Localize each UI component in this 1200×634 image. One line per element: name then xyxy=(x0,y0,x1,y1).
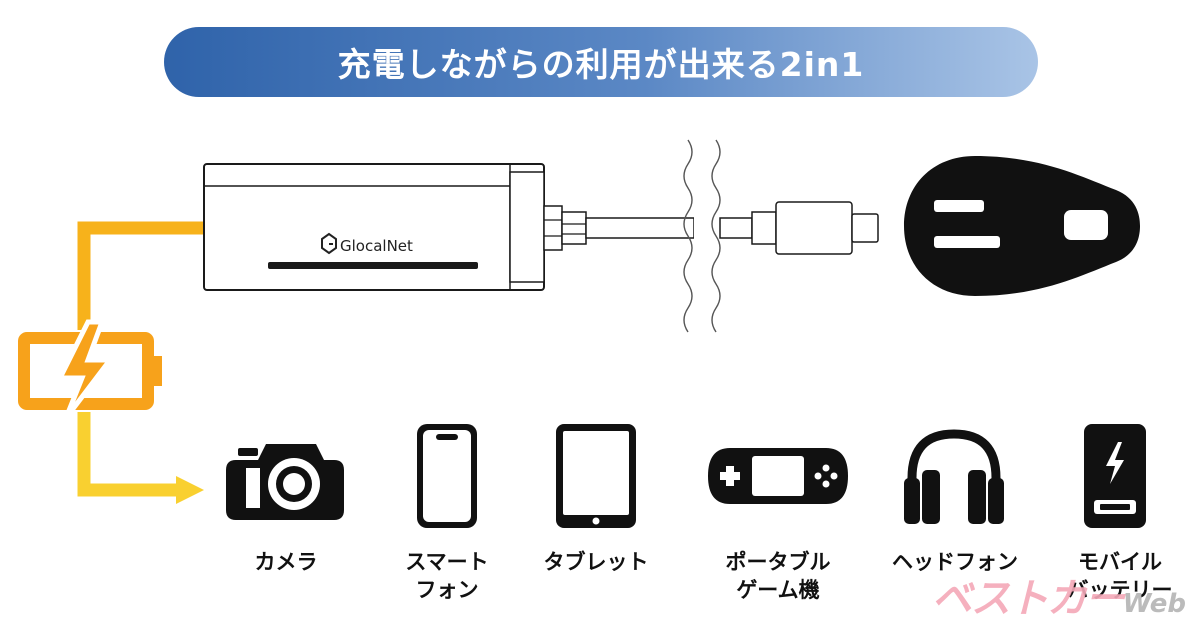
device-label-game-console: ポータブルゲーム機 xyxy=(725,550,831,602)
camera-icon xyxy=(226,444,344,520)
brand-text: GlocalNet xyxy=(340,237,413,255)
charge-path xyxy=(77,221,204,504)
arrow-head-icon xyxy=(176,476,204,504)
brand-logo-icon xyxy=(321,232,337,255)
watermark-en: Web xyxy=(1122,589,1186,619)
device-label-tablet: タブレット xyxy=(543,550,649,574)
usb-plug xyxy=(719,201,879,255)
watermark-jp: ベストカー xyxy=(931,576,1125,622)
watermark: ベストカーWeb xyxy=(932,566,1186,624)
car-charger-port-icon xyxy=(904,156,1140,296)
device-label-headphones: ヘッドフォン xyxy=(892,550,1018,574)
device-label-smartphone: スマートフォン xyxy=(405,550,489,602)
banner-title: 充電しながらの利用が出来る2in1 xyxy=(337,45,865,84)
battery-pack-icon xyxy=(1084,424,1146,528)
adapter-connector xyxy=(543,205,695,251)
tablet-icon xyxy=(556,424,636,528)
device-label-battery-pack: モバイルバッテリー xyxy=(1067,550,1173,602)
game-console-icon xyxy=(708,448,848,504)
headphones-icon xyxy=(904,429,1004,524)
title-banner: 充電しながらの利用が出来る2in1 xyxy=(164,27,1038,97)
adapter-device: GlocalNet xyxy=(203,163,545,291)
cable-break xyxy=(683,139,721,333)
card-slot xyxy=(268,262,478,269)
device-label-camera: カメラ xyxy=(254,550,318,574)
battery-charging-icon xyxy=(18,319,162,420)
smartphone-icon xyxy=(417,424,477,528)
